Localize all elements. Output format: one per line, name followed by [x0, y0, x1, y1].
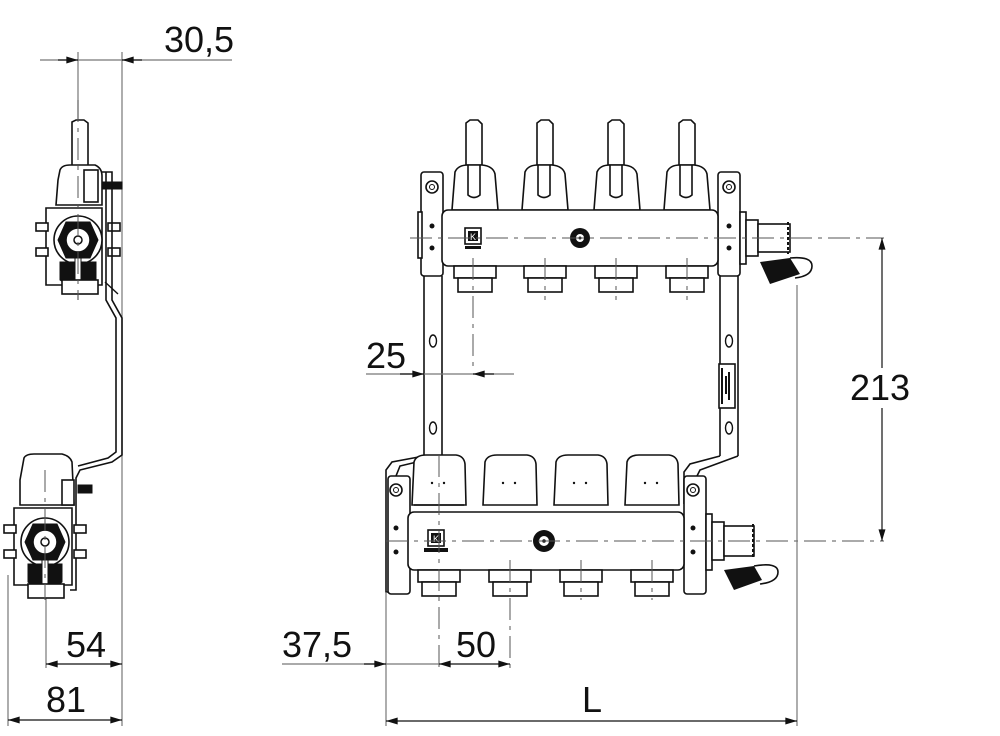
side-lower-valve: [3, 453, 93, 599]
front-view: K: [282, 119, 920, 726]
upper-manifold-bar: K: [441, 119, 813, 293]
upper-outlets: [453, 265, 709, 293]
upper-valve-4: [663, 119, 711, 211]
upper-valve-1: [451, 119, 499, 211]
lower-actuator-4: [624, 454, 680, 506]
side-view: 30,5 54 81: [3, 19, 234, 726]
lower-logo: K: [433, 534, 439, 544]
dim-front-bracket-offset: 25: [366, 335, 406, 376]
dim-front-outlet-spacing: 50: [456, 624, 496, 665]
lower-outlets: [417, 569, 674, 597]
upper-valve-2: [521, 119, 569, 211]
upper-end-connector: [739, 211, 813, 284]
upper-valve-3: [593, 119, 641, 211]
lower-manifold-bar: K: [387, 454, 779, 597]
dim-side-total-depth: 81: [46, 679, 86, 720]
side-upper-valve: [35, 119, 123, 295]
lower-actuator-2: [482, 454, 538, 506]
right-bracket: [683, 171, 741, 504]
dim-side-top-width: 30,5: [164, 19, 234, 60]
side-bracket: [70, 171, 123, 591]
dim-front-first-outlet-offset: 37,5: [282, 624, 352, 665]
dim-front-total-length: L: [582, 679, 602, 720]
dim-side-bracket-depth: 54: [66, 624, 106, 665]
upper-logo: K: [470, 232, 476, 242]
lower-actuator-3: [553, 454, 609, 506]
dim-front-center-height: 213: [850, 367, 910, 408]
lower-end-connector: [705, 513, 779, 590]
